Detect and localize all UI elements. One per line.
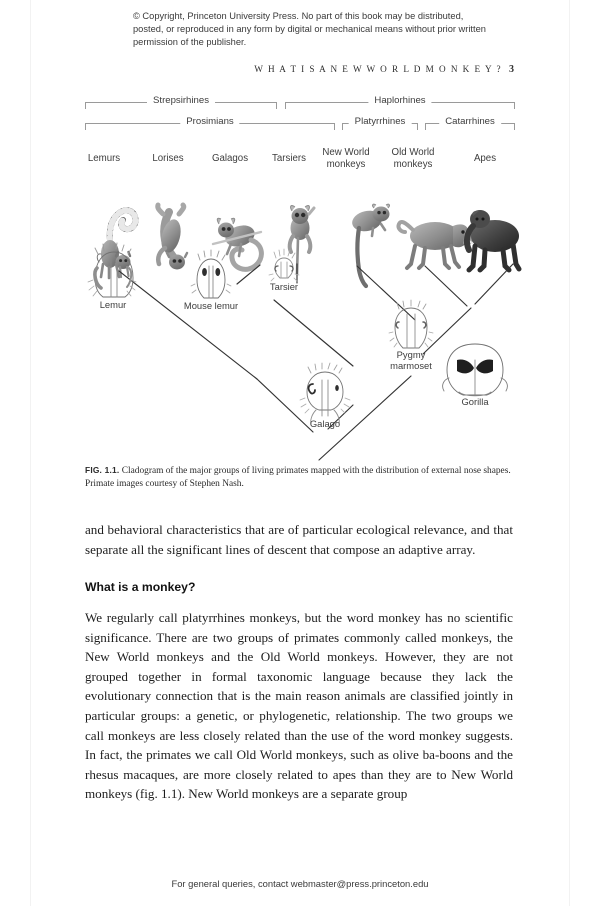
bracket-label: Prosimians <box>180 115 240 129</box>
bracket-tick-right <box>334 123 335 130</box>
taxon-label-line1: Old World <box>391 147 435 158</box>
taxon-label-tarsiers: Tarsiers <box>272 153 306 165</box>
taxon-label-galagos: Galagos <box>212 153 248 165</box>
branch-old-world-monkey <box>424 265 468 307</box>
bracket-tick-left <box>85 102 86 109</box>
bracket-tick-left <box>425 123 426 130</box>
loris-illustration <box>155 202 189 270</box>
galago-illustration <box>211 217 264 272</box>
nose-label-line2: marmoset <box>390 359 432 371</box>
taxon-label-line1: New World <box>322 147 370 158</box>
nose-pygmy-marmoset-icon <box>388 299 434 349</box>
copyright-notice: © Copyright, Princeton University Press.… <box>133 11 486 48</box>
bracket-platyrrhines: Platyrrhines <box>342 115 418 138</box>
page-edge-left <box>30 0 31 906</box>
nose-label-lemur: Lemur <box>99 299 127 310</box>
bracket-tick-right <box>514 123 515 130</box>
cladogram-lines <box>118 263 514 461</box>
bracket-strepsirhines: Strepsirhines <box>85 94 277 117</box>
nose-shape-illustrations <box>87 242 508 425</box>
branch-catarrhine-node <box>422 307 472 355</box>
figure-caption-label: FIG. 1.1. <box>85 465 120 475</box>
nose-gorilla-icon <box>442 343 508 397</box>
tarsier-illustration <box>287 205 316 276</box>
nose-mouse-lemur-icon <box>190 249 232 299</box>
page-folio: 3 <box>509 64 514 75</box>
taxon-label-old-world-monkeys: Old World monkeys <box>392 147 435 170</box>
taxon-label-apes: Apes <box>474 153 496 165</box>
branch-tarsier <box>273 299 354 367</box>
section-subheading: What is a monkey? <box>85 580 196 594</box>
primate-illustrations <box>99 202 522 289</box>
branch-lemur <box>118 270 258 380</box>
ape-illustration <box>463 210 522 273</box>
figure-caption: FIG. 1.1. Cladogram of the major groups … <box>85 464 513 492</box>
taxon-label-lemurs: Lemurs <box>88 153 120 165</box>
bracket-tick-right <box>514 102 515 109</box>
nose-tarsier-icon <box>268 248 300 282</box>
bracket-label: Haplorhines <box>368 94 432 108</box>
bracket-label: Strepsirhines <box>147 94 215 108</box>
branch-anthropoid-node <box>318 375 412 461</box>
branch-galago-left <box>256 378 314 433</box>
taxon-label-line2: monkeys <box>326 158 366 170</box>
bracket-tick-right <box>276 102 277 109</box>
taxon-label-new-world-monkeys: New World monkeys <box>322 147 369 170</box>
branch-ape <box>474 263 514 305</box>
running-head-title: W H A T I S A N E W W O R L D M O N K E … <box>254 64 502 74</box>
nose-label-line1: Pygmy <box>396 349 426 360</box>
taxon-label-line1: Lemurs <box>87 153 121 164</box>
nose-lemur-icon <box>87 242 137 298</box>
bracket-label: Catarrhines <box>439 115 501 129</box>
branch-galago-right <box>327 404 354 430</box>
page-footer: For general queries, contact webmaster@p… <box>171 878 429 889</box>
nose-galago-icon <box>299 362 351 425</box>
bracket-tick-left <box>342 123 343 130</box>
nose-label-gorilla: Gorilla <box>461 396 489 407</box>
taxon-label-line1: Apes <box>473 153 497 164</box>
nose-label-tarsier: Tarsier <box>269 281 299 292</box>
bracket-label: Platyrrhines <box>348 115 412 129</box>
taxon-label-line1: Tarsiers <box>272 153 306 164</box>
branch-loris <box>236 264 261 285</box>
branch-new-world-monkey <box>356 265 416 321</box>
taxon-label-line2: monkeys <box>393 158 433 170</box>
running-head: W H A T I S A N E W W O R L D M O N K E … <box>80 64 514 75</box>
nose-label-pygmy-marmoset: Pygmy marmoset <box>390 349 432 371</box>
bracket-tick-left <box>85 123 86 130</box>
taxon-label-line1: Lorises <box>152 153 184 164</box>
figure-caption-text: Cladogram of the major groups of living … <box>85 466 511 490</box>
figure-cladogram: Strepsirhines Haplorhines Prosimians Pla… <box>85 92 522 461</box>
nose-label-mouse-lemur: Mouse lemur <box>183 300 239 311</box>
taxon-label-line1: Galagos <box>211 153 249 164</box>
bracket-tick-left <box>285 102 286 109</box>
taxon-label-lorises: Lorises <box>152 153 183 165</box>
bracket-catarrhines: Catarrhines <box>425 115 515 138</box>
page-edge-right <box>569 0 570 906</box>
new-world-monkey-illustration <box>352 203 390 289</box>
bracket-prosimians: Prosimians <box>85 115 335 138</box>
bracket-haplorhines: Haplorhines <box>285 94 515 117</box>
body-paragraph-1: and behavioral characteristics that are … <box>85 522 513 557</box>
bracket-tick-right <box>417 123 418 130</box>
nose-label-galago: Galago <box>309 418 341 429</box>
body-paragraph-2: We regularly call platyrrhines monkeys, … <box>85 610 513 802</box>
